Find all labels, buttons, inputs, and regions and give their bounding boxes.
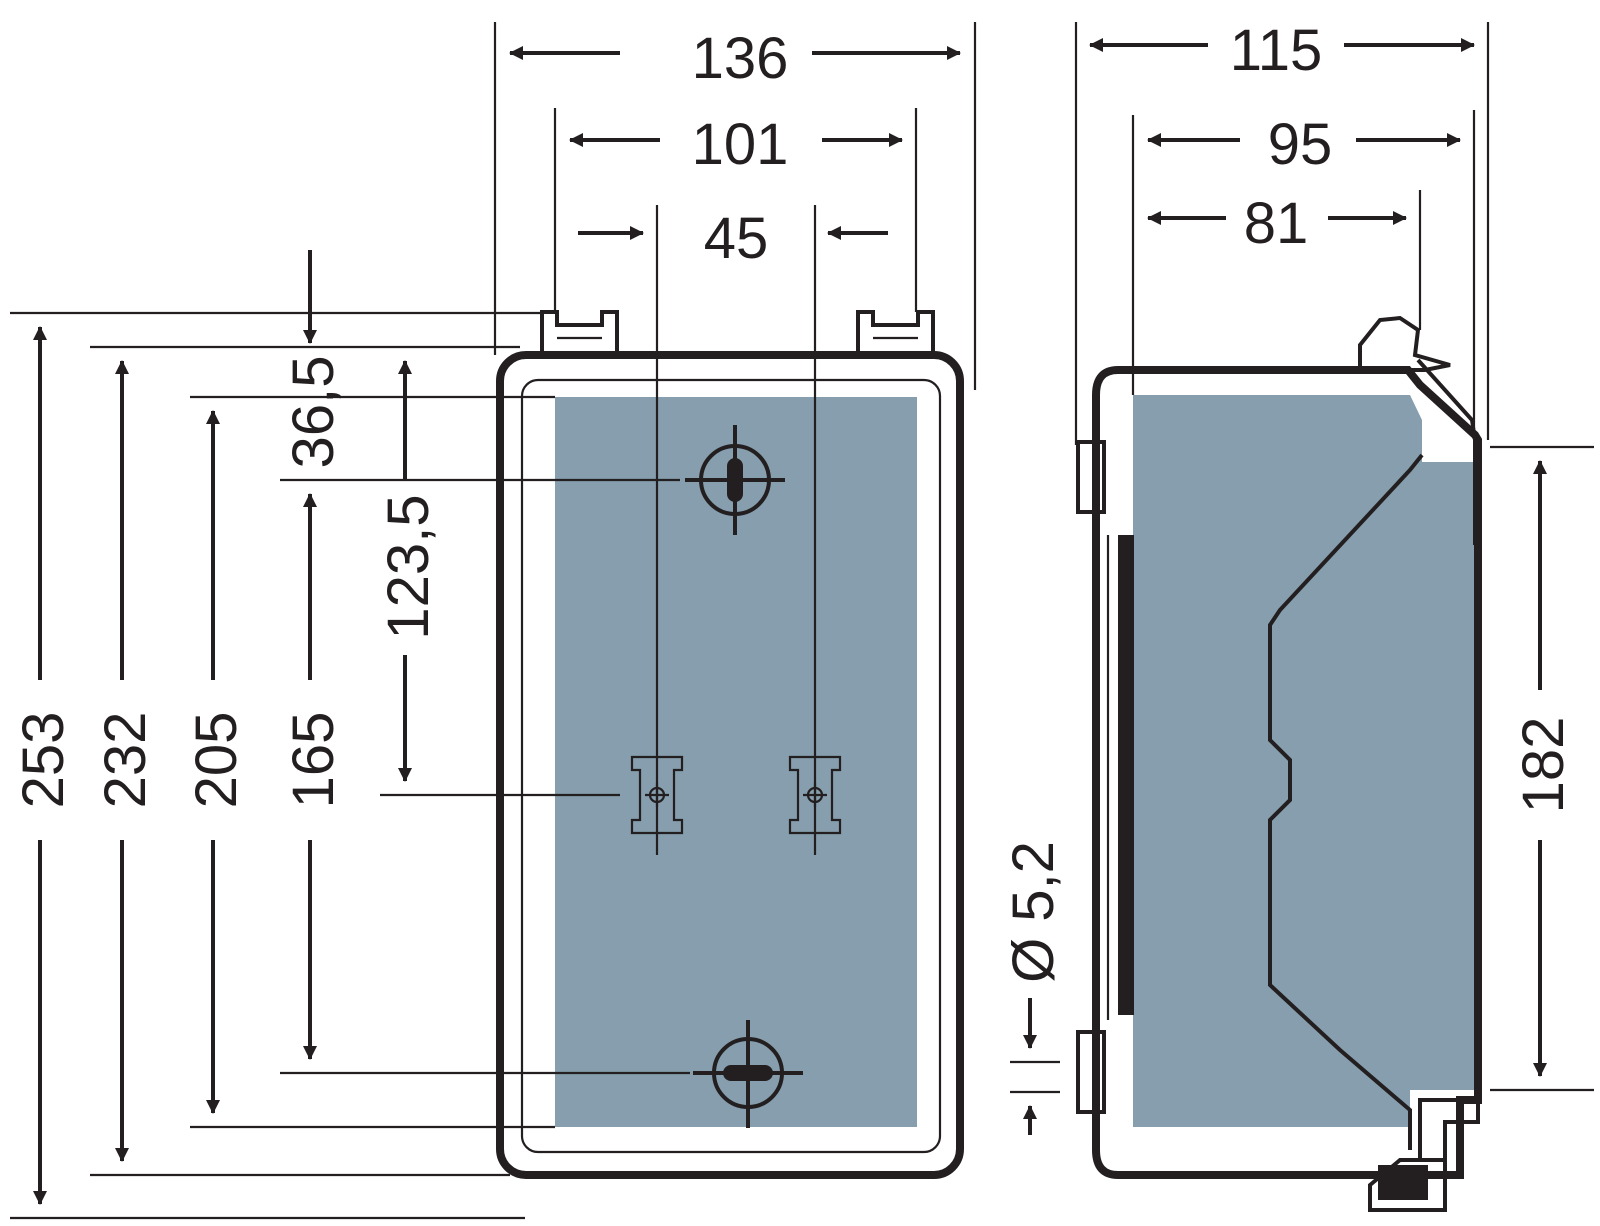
side-body-fill [1133, 395, 1478, 1127]
front-enclosure-outline [496, 351, 964, 1179]
dim-label-81: 81 [1244, 191, 1309, 256]
dim-height-253: 253 [11, 326, 76, 1205]
dim-width-rail: 45 [578, 206, 888, 271]
side-top-latch [1358, 315, 1451, 372]
dim-height-182: 182 [1511, 460, 1576, 1077]
hinge-tab-left [540, 310, 619, 355]
side-enclosure-outline [1092, 366, 1482, 1179]
dim-depth-total: 115 [1089, 18, 1475, 83]
side-mount-lug-top [1076, 440, 1106, 514]
side-front-frame [1118, 535, 1134, 1015]
dim-hole-diameter: Ø 5,2 [1001, 841, 1066, 1135]
dim-label-diameter: Ø 5,2 [1001, 841, 1066, 983]
side-mount-lug-bottom [1076, 1030, 1106, 1114]
hinge-tab-right [856, 310, 935, 355]
dim-label-123-5: 123,5 [376, 494, 441, 639]
dim-label-232: 232 [93, 712, 158, 809]
keyhole-mount-top [685, 425, 785, 535]
side-bottom-latch [1368, 1098, 1480, 1212]
dim-label-136: 136 [692, 26, 789, 91]
dim-width-total: 136 [509, 26, 961, 91]
front-view [10, 22, 977, 1220]
dim-label-36-5: 36,5 [281, 356, 346, 469]
side-view [1010, 22, 1594, 1212]
dim-label-165: 165 [281, 712, 346, 809]
dim-label-253: 253 [11, 712, 76, 809]
dim-label-101: 101 [692, 112, 789, 177]
dim-height-205: 205 [184, 410, 249, 1114]
keyhole-mount-bottom [693, 1020, 803, 1128]
dim-depth-81: 81 [1147, 191, 1407, 256]
dim-height-232: 232 [93, 360, 158, 1162]
dim-label-45: 45 [704, 206, 769, 271]
dim-height-165: 165 [281, 493, 346, 1060]
front-enclosure-inner [520, 378, 942, 1154]
dim-label-115: 115 [1230, 18, 1322, 83]
dim-height-36-5: 36,5 [281, 250, 346, 468]
dim-label-95: 95 [1268, 112, 1333, 177]
dim-width-mount: 101 [569, 112, 903, 177]
dim-label-205: 205 [184, 712, 249, 809]
dim-label-182: 182 [1511, 717, 1576, 814]
dim-height-123-5: 123,5 [376, 360, 441, 782]
dim-depth-95: 95 [1147, 112, 1461, 177]
